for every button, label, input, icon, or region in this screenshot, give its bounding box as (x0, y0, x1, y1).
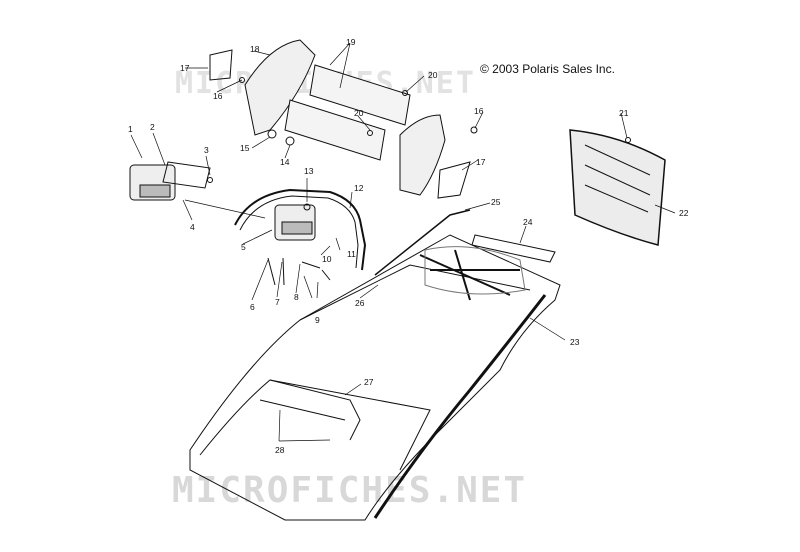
part-label-18: 18 (250, 44, 260, 54)
flap-bracket (471, 234, 556, 263)
part-label-17: 17 (476, 157, 486, 167)
cable (374, 209, 471, 276)
part-label-21: 21 (619, 108, 629, 118)
part-label-7: 7 (275, 297, 280, 307)
fastener-16b (470, 126, 478, 134)
rack-rail-lower (284, 99, 386, 161)
part-label-1: 1 (128, 124, 133, 134)
fastener-21 (625, 137, 631, 143)
part-label-17: 17 (180, 63, 190, 73)
part-label-22: 22 (679, 208, 689, 218)
decal-right (437, 161, 471, 199)
washer-15 (267, 129, 277, 139)
fastener-3 (207, 177, 213, 183)
crossbar (269, 379, 361, 441)
tunnel-top-edge (299, 264, 531, 321)
fastener-20b (367, 130, 373, 136)
copyright-text: © 2003 Polaris Sales Inc. (480, 62, 615, 76)
tunnel-outline (189, 234, 561, 521)
part-label-6: 6 (250, 302, 255, 312)
part-label-23: 23 (570, 337, 580, 347)
part-label-16: 16 (474, 106, 484, 116)
part-label-2: 2 (150, 122, 155, 132)
part-label-20: 20 (354, 108, 364, 118)
decal-left (209, 49, 233, 81)
left-hand-hold (244, 39, 316, 136)
part-label-8: 8 (294, 292, 299, 302)
part-label-28: 28 (275, 445, 285, 455)
right-hand-hold (399, 114, 446, 196)
bumper (234, 188, 367, 271)
part-label-3: 3 (204, 145, 209, 155)
fastener-16a (239, 77, 245, 83)
nut-14 (285, 136, 295, 146)
part-label-26: 26 (355, 298, 365, 308)
part-label-11: 11 (347, 249, 356, 259)
gasket (162, 161, 211, 189)
part-label-24: 24 (523, 217, 533, 227)
fastener-20a (402, 90, 408, 96)
part-label-14: 14 (280, 157, 290, 167)
snow-flap (569, 129, 666, 246)
part-label-9: 9 (315, 315, 320, 325)
part-label-4: 4 (190, 222, 195, 232)
part-label-16: 16 (213, 91, 223, 101)
part-label-15: 15 (240, 143, 250, 153)
tunnel-lower-edge (199, 379, 431, 471)
part-label-10: 10 (322, 254, 332, 264)
part-label-20: 20 (428, 70, 438, 80)
part-label-5: 5 (241, 242, 246, 252)
watermark-bottom: MICROFICHES.NET (172, 470, 528, 511)
part-label-25: 25 (491, 197, 501, 207)
leader-lines (130, 42, 676, 442)
part-label-13: 13 (304, 166, 314, 176)
rack-rail-upper (309, 64, 411, 126)
part-label-27: 27 (364, 377, 374, 387)
reinforcement-x (419, 249, 520, 301)
part-label-19: 19 (346, 37, 356, 47)
tunnel-side-rail (373, 294, 547, 519)
fastener-13 (303, 203, 311, 211)
part-label-12: 12 (354, 183, 364, 193)
